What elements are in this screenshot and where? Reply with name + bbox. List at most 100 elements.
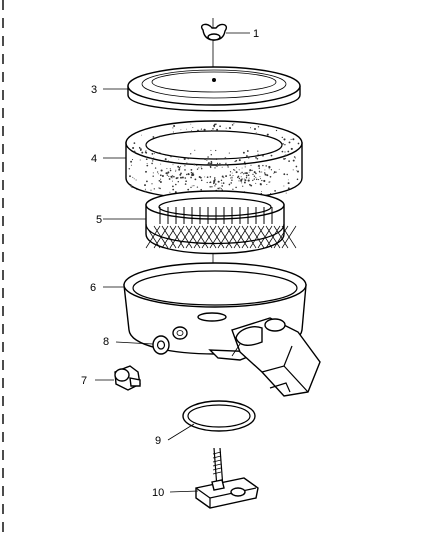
foam-speckle <box>292 138 295 141</box>
foam-speckle <box>211 162 213 164</box>
foam-speckle <box>232 188 234 190</box>
foam-speckle <box>250 184 253 187</box>
foam-speckle <box>169 169 172 172</box>
foam-speckle <box>196 168 199 170</box>
foam-speckle <box>141 151 144 154</box>
foam-speckle <box>215 158 218 161</box>
foam-speckle <box>160 169 163 172</box>
foam-speckle <box>169 168 171 170</box>
foam-speckle <box>190 153 192 155</box>
foam-speckle <box>194 178 197 181</box>
foam-speckle <box>207 162 210 165</box>
foam-speckle <box>252 179 254 182</box>
foam-speckle <box>246 150 249 152</box>
mounting-stud-bracket-icon <box>195 447 259 509</box>
foam-speckle <box>193 163 196 166</box>
foam-speckle <box>219 162 221 165</box>
foam-speckle <box>231 179 233 182</box>
foam-speckle <box>146 180 148 183</box>
mesh-strand <box>281 225 297 249</box>
foam-speckle <box>200 166 202 168</box>
foam-speckle <box>152 136 155 138</box>
foam-speckle <box>144 184 146 187</box>
foam-speckle <box>144 188 146 190</box>
foam-speckle <box>290 147 293 150</box>
foam-speckle <box>256 157 259 160</box>
mesh-strand <box>193 225 209 249</box>
foam-speckle <box>197 129 199 132</box>
foam-speckle <box>149 157 152 159</box>
foam-speckle <box>207 163 209 165</box>
foam-speckle <box>132 146 135 150</box>
foam-speckle <box>264 169 266 171</box>
foam-speckle <box>230 182 232 184</box>
foam-speckle <box>219 187 221 189</box>
foam-speckle <box>257 153 259 155</box>
foam-speckle <box>216 165 218 168</box>
foam-speckle <box>275 171 277 173</box>
foam-speckle <box>196 164 198 167</box>
foam-speckle <box>262 154 264 157</box>
foam-speckle <box>209 176 212 178</box>
foam-speckle <box>228 152 230 154</box>
foam-speckle <box>242 151 245 154</box>
foam-speckle <box>172 127 174 129</box>
mesh-strand <box>153 225 169 249</box>
foam-speckle <box>175 169 177 171</box>
foam-speckle <box>292 169 294 171</box>
foam-speckle <box>178 168 181 171</box>
foam-speckle <box>168 175 170 177</box>
foam-speckle <box>191 185 193 187</box>
foam-speckle <box>194 149 196 151</box>
foam-speckle <box>241 171 243 174</box>
foam-speckle <box>204 176 206 178</box>
thread-line <box>212 455 222 459</box>
foam-speckle <box>191 130 192 131</box>
foam-speckle <box>152 175 154 177</box>
foam-speckle <box>238 159 241 162</box>
foam-speckle <box>268 168 270 170</box>
callout-7: 7 <box>81 375 87 387</box>
foam-speckle <box>235 159 238 162</box>
foam-speckle <box>186 173 188 176</box>
foam-speckle <box>210 162 213 165</box>
foam-speckle <box>281 150 284 153</box>
foam-speckle <box>210 154 212 156</box>
foam-speckle <box>225 175 228 178</box>
foam-speckle <box>287 182 290 185</box>
foam-speckle <box>233 123 235 125</box>
foam-speckle <box>220 179 223 182</box>
foam-speckle <box>190 169 193 171</box>
foam-speckle <box>258 167 261 169</box>
foam-speckle <box>153 157 155 159</box>
foam-speckle <box>184 165 186 167</box>
foam-speckle <box>158 187 160 189</box>
foam-speckle <box>159 187 161 190</box>
foam-speckle <box>241 178 243 180</box>
foam-speckle <box>193 185 195 187</box>
foam-speckle <box>141 134 143 136</box>
foam-speckle <box>185 180 187 183</box>
callout-6: 6 <box>90 282 96 294</box>
leader-lines <box>95 32 250 493</box>
foam-speckle <box>288 141 291 144</box>
foam-speckle <box>258 179 260 181</box>
foam-speckle <box>265 165 267 167</box>
foam-speckle <box>245 175 248 177</box>
foam-speckle <box>223 177 225 179</box>
foam-speckle <box>231 172 233 174</box>
foam-speckle <box>170 175 173 178</box>
foam-speckle <box>131 186 133 188</box>
foam-speckle <box>234 169 236 171</box>
mesh-strand <box>249 225 265 249</box>
foam-speckle <box>290 138 292 140</box>
foam-speckle <box>211 186 213 188</box>
foam-speckle <box>278 168 280 170</box>
foam-speckle <box>231 124 234 126</box>
foam-speckle <box>244 166 246 168</box>
foam-speckle <box>283 185 285 187</box>
foam-speckle <box>270 154 273 157</box>
foam-speckle <box>255 178 258 181</box>
foam-speckle <box>139 146 141 148</box>
